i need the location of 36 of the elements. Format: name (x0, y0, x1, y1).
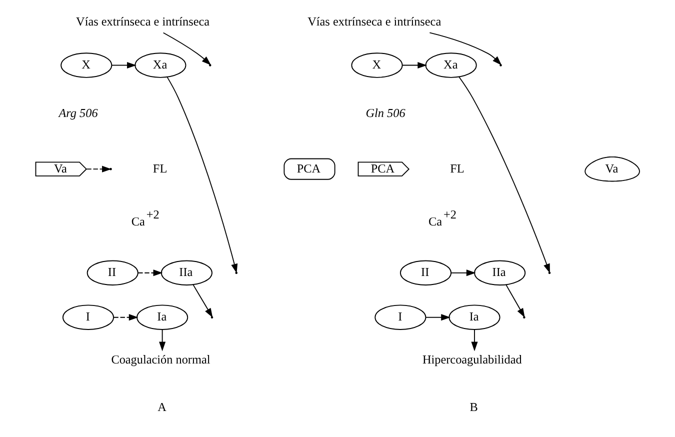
label: B (470, 400, 478, 414)
arrow (166, 76, 238, 274)
arrow (138, 270, 163, 276)
arrow (162, 32, 212, 66)
label: FL (152, 161, 168, 176)
arrow (425, 314, 450, 321)
node-ellipse: Ia (448, 304, 500, 330)
node-ellipse: II (86, 260, 138, 286)
node-ellipse: IIa (160, 260, 212, 286)
arrow (450, 270, 476, 276)
node-text: Coagulación normal (111, 352, 210, 366)
node-ellipse: X (60, 52, 112, 78)
node-ellipse: Xa (134, 52, 186, 78)
node-ellipse: Ia (136, 304, 188, 330)
arrow (458, 76, 550, 274)
node-text: Vías extrínseca e intrínseca (76, 14, 210, 29)
node-ellipse: I (374, 304, 426, 330)
label: A (158, 400, 166, 414)
arrow (159, 329, 166, 352)
arrow (111, 62, 136, 69)
node-ellipse: X (351, 52, 403, 78)
label: Arg 506 (58, 106, 98, 120)
node-ellipse: Xa (425, 52, 477, 78)
node-ellipse: I (62, 304, 114, 330)
arrow (471, 329, 478, 352)
node-text: Hipercoagulabilidad (422, 352, 522, 366)
node-ellipse: II (400, 260, 452, 286)
node-box: PCA (284, 158, 336, 180)
arrow (113, 314, 138, 321)
node-ellipse: IIa (474, 260, 526, 286)
node-text: Vías extrínseca e intrínseca (308, 14, 442, 29)
arrow (192, 284, 213, 318)
arrow (506, 284, 525, 318)
label: Gln 506 (366, 106, 406, 120)
arrow (402, 62, 428, 69)
label: FL (450, 161, 464, 176)
